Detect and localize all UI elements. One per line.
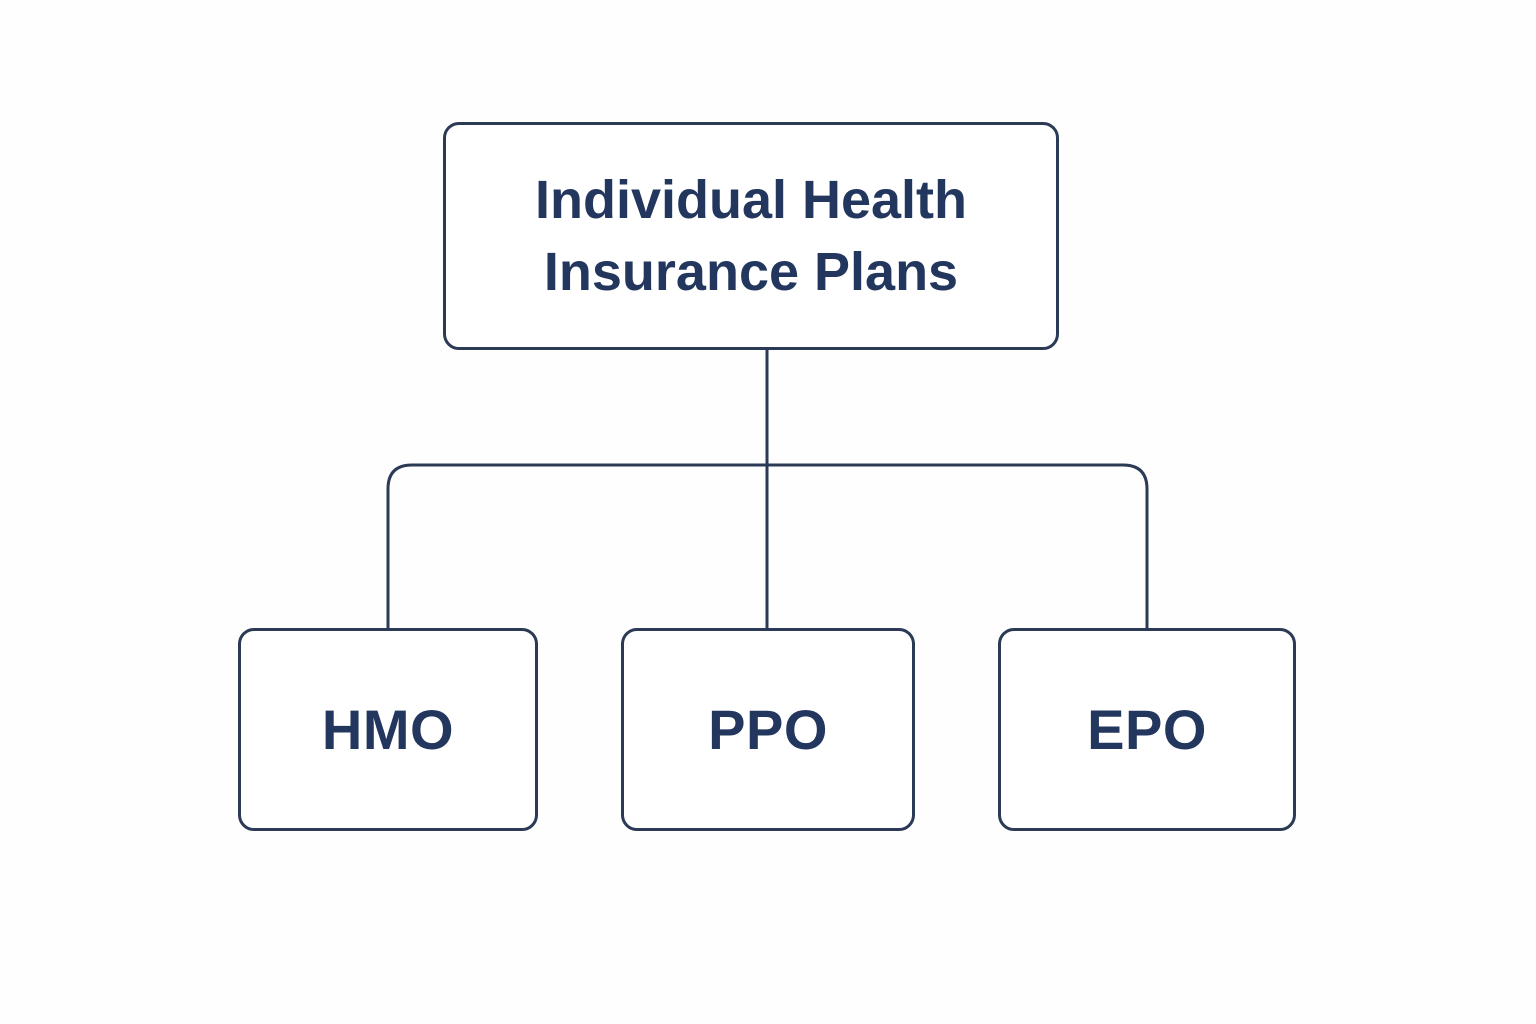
- child-node-label-epo: EPO: [1087, 698, 1207, 761]
- child-node-ppo: PPO: [621, 628, 915, 831]
- child-node-epo: EPO: [998, 628, 1296, 831]
- child-node-hmo: HMO: [238, 628, 538, 831]
- root-node-label-line2: Insurance Plans: [543, 242, 959, 302]
- root-node-individual-health-insurance-plans: Individual Health Insurance Plans: [443, 122, 1059, 350]
- child-node-label-ppo: PPO: [708, 698, 828, 761]
- root-node-label-line1: Individual Health: [534, 170, 968, 230]
- child-node-label-hmo: HMO: [321, 698, 455, 761]
